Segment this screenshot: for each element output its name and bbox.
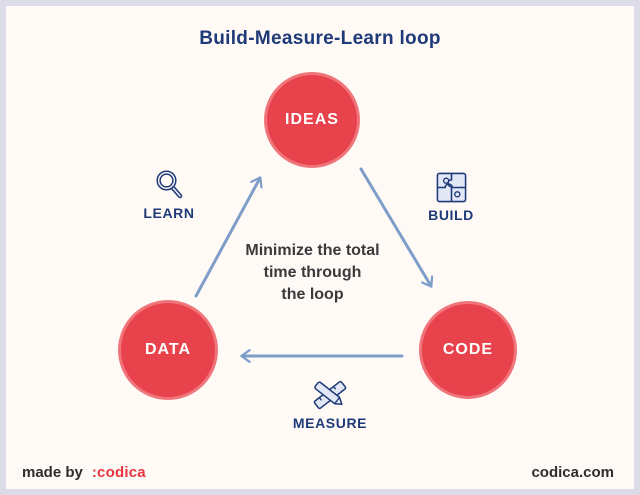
step-build-label: BUILD xyxy=(428,207,474,223)
magnifier-icon xyxy=(152,168,186,202)
arrow-ideas-to-code xyxy=(359,167,434,288)
pencil-ruler-icon xyxy=(310,378,350,412)
center-message: Minimize the total time through the loop xyxy=(230,240,395,306)
center-message-line1: Minimize the total xyxy=(245,242,380,259)
center-message-line3: the loop xyxy=(281,286,344,303)
page-title: Build-Measure-Learn loop xyxy=(199,28,441,49)
codica-logo: :codica xyxy=(91,464,146,481)
node-ideas: IDEAS xyxy=(264,72,360,168)
node-code-label: CODE xyxy=(442,341,494,358)
made-by-text: made by xyxy=(22,464,83,481)
node-data: DATA xyxy=(118,300,218,400)
node-ideas-label: IDEAS xyxy=(285,111,339,128)
step-learn-label: LEARN xyxy=(143,205,195,221)
step-measure-label: MEASURE xyxy=(292,415,368,431)
node-code: CODE xyxy=(419,301,517,399)
site-url: codica.com xyxy=(531,464,614,481)
step-measure: MEASURE xyxy=(288,378,372,431)
made-by-credit: made by :codica xyxy=(22,464,146,481)
step-learn: LEARN xyxy=(127,168,211,221)
step-build: BUILD xyxy=(409,170,493,223)
node-data-label: DATA xyxy=(144,341,192,358)
center-message-line2: time through xyxy=(263,264,362,281)
arrow-data-to-ideas xyxy=(194,176,263,298)
puzzle-icon xyxy=(435,170,468,204)
